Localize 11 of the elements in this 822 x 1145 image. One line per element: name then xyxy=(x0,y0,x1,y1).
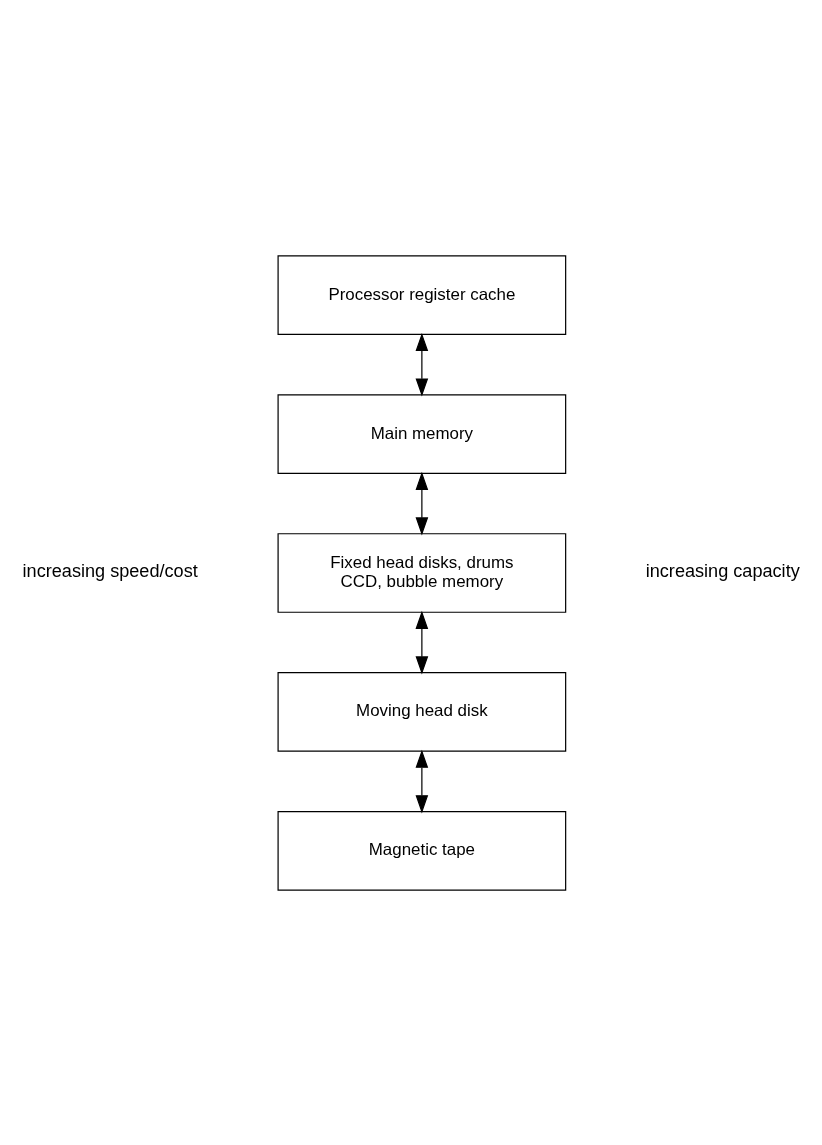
arrow xyxy=(415,471,429,535)
node-box: Main memory xyxy=(277,393,567,474)
label: increasing capacity xyxy=(645,560,800,581)
node-box: Fixed head disks, drums CCD, bubble memory xyxy=(277,532,567,613)
arrow xyxy=(415,749,429,813)
node-box: Moving head disk xyxy=(277,671,567,752)
node-box: Processor register cache xyxy=(277,254,567,335)
arrow xyxy=(415,610,429,674)
arrow xyxy=(415,332,429,397)
label: increasing speed/cost xyxy=(22,560,198,581)
node-box: Magnetic tape xyxy=(277,810,567,891)
